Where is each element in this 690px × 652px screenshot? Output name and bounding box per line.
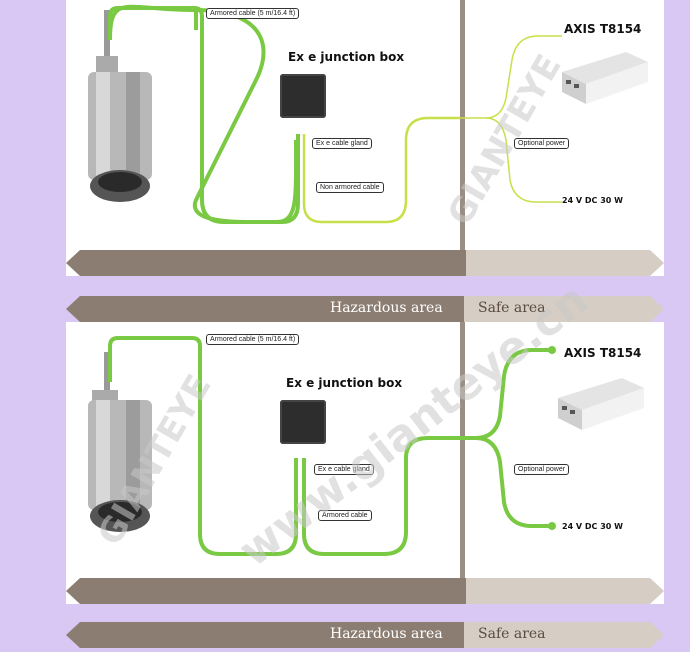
zone-divider: [460, 0, 465, 250]
junction-box-icon: [280, 74, 326, 118]
safe-area-label: Safe area: [478, 626, 546, 642]
area-band-2: Hazardous area Safe area: [66, 622, 664, 648]
camera-housing-icon: [88, 352, 152, 532]
wiring-diagram-bottom: [88, 336, 644, 556]
armored-cable-label: Armored cable (5 m/16.4 ft): [206, 334, 300, 345]
wiring-diagram-top: [88, 4, 648, 224]
armored-cable-label: Armored cable (5 m/16.4 ft): [206, 8, 300, 19]
junction-box-title: Ex e junction box: [286, 376, 403, 390]
area-band-1: Hazardous area Safe area: [66, 296, 664, 322]
junction-box-title: Ex e junction box: [288, 50, 405, 64]
device-title: AXIS T8154: [564, 22, 642, 36]
junction-box-icon: [280, 400, 326, 444]
power-spec-label: 24 V DC 30 W: [562, 196, 623, 205]
midspan-device-icon: [558, 378, 644, 430]
cable-gland-label: Ex e cable gland: [314, 464, 374, 475]
area-band-bottom: [66, 578, 664, 604]
optional-power-label: Optional power: [514, 138, 570, 149]
second-armored-cable-path: [302, 436, 476, 556]
armored-cable-path: [108, 336, 298, 556]
camera-housing-icon: [88, 10, 152, 202]
second-cable-label: Non armored cable: [316, 182, 384, 193]
power-spec-label: 24 V DC 30 W: [562, 522, 623, 531]
diagram-panel-bottom: Ex e junction box Armored cable (5 m/16.…: [66, 322, 664, 604]
second-cable-label: Armored cable: [318, 510, 372, 521]
hazardous-area-label: Hazardous area: [330, 626, 443, 642]
zone-divider: [460, 322, 465, 578]
device-title: AXIS T8154: [564, 346, 642, 360]
optional-power-label: Optional power: [514, 464, 570, 475]
cable-gland-label: Ex e cable gland: [312, 138, 372, 149]
area-band-top: [66, 250, 664, 276]
non-armored-cable-path: [302, 116, 460, 224]
diagram-panel-top: Ex e junction box Armored cable (5 m/16.…: [66, 0, 664, 276]
safe-area-label: Safe area: [478, 300, 546, 316]
hazardous-area-label: Hazardous area: [330, 300, 443, 316]
midspan-device-icon: [562, 52, 648, 104]
